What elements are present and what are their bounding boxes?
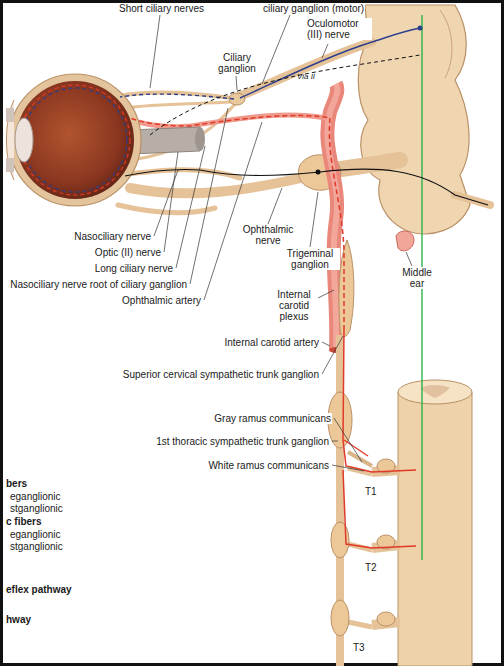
part-label: eganglionic bbox=[9, 491, 62, 502]
part-label: 1st thoracic sympathetic trunk ganglion bbox=[155, 436, 330, 447]
part-label: stganglionic bbox=[9, 503, 64, 514]
part-label: stganglionic bbox=[9, 541, 64, 552]
part-label: Long ciliary nerve bbox=[94, 263, 174, 274]
part-label: Middle ear bbox=[394, 267, 440, 289]
part-label: Nasociliary nerve bbox=[73, 231, 152, 242]
part-label: Short ciliary nerves bbox=[118, 3, 205, 14]
part-label: T2 bbox=[364, 562, 378, 573]
part-label: Ciliary ganglion bbox=[210, 52, 264, 74]
part-label: bers bbox=[5, 478, 28, 489]
part-label: Via II bbox=[296, 72, 316, 81]
part-label: White ramus communicans bbox=[207, 460, 330, 471]
part-label: Superior cervical sympathetic trunk gang… bbox=[122, 369, 320, 380]
part-label: Optic (II) nerve bbox=[94, 247, 162, 258]
part-label: Trigeminal ganglion bbox=[280, 248, 340, 270]
part-label: Ophthalmic nerve bbox=[236, 224, 300, 246]
part-label: Oculomotor (III) nerve bbox=[306, 18, 372, 40]
part-label: Internal carotid artery bbox=[224, 337, 321, 348]
part-label: T1 bbox=[364, 486, 378, 497]
part-label: Nasociliary nerve root of ciliary gangli… bbox=[9, 279, 188, 290]
part-label: hway bbox=[5, 614, 32, 625]
part-label: Internal carotid plexus bbox=[270, 289, 318, 322]
part-label: Ophthalmic artery bbox=[121, 295, 202, 306]
part-label: ciliary ganglion (motor) bbox=[262, 3, 365, 14]
part-label: c fibers bbox=[5, 516, 43, 527]
part-label: T3 bbox=[352, 642, 366, 653]
part-label: eganglionic bbox=[9, 529, 62, 540]
part-label: Gray ramus communicans bbox=[213, 413, 332, 424]
part-label: eflex pathway bbox=[5, 584, 73, 595]
